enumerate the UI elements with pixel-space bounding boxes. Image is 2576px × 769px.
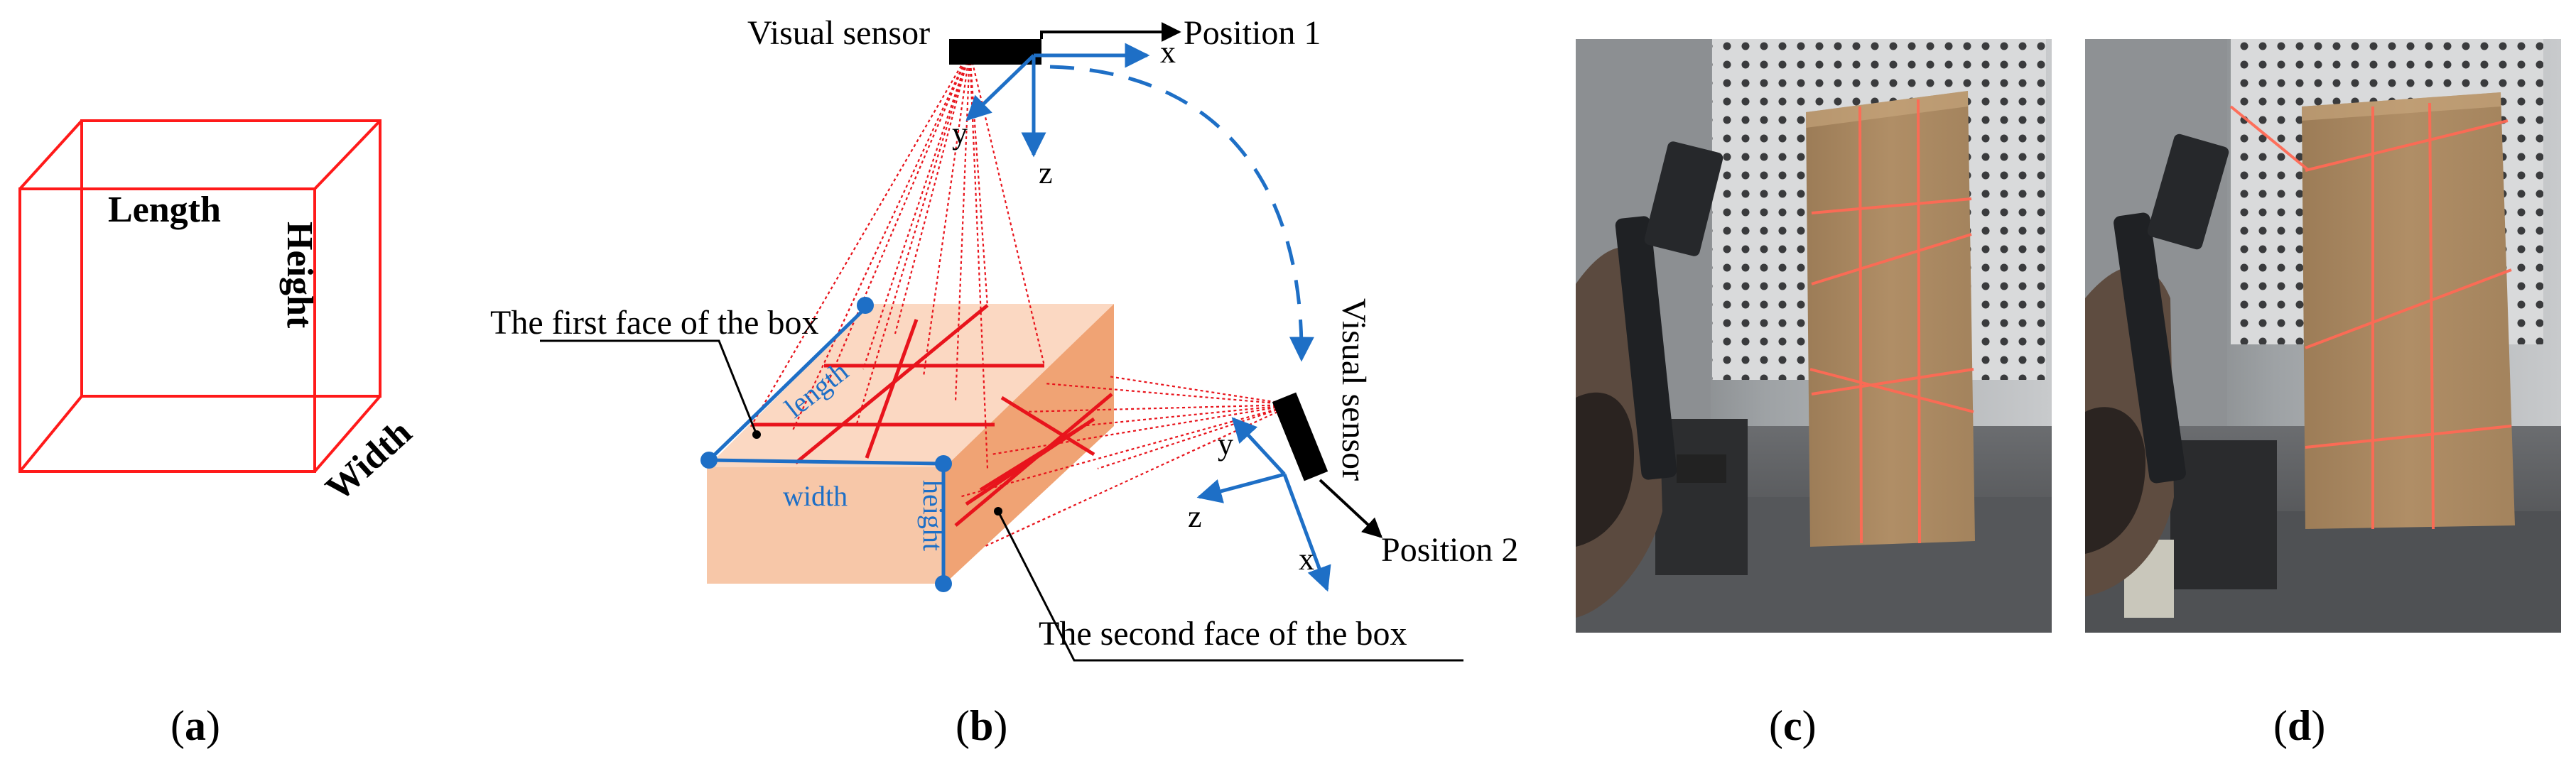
axis-z-2: z [1188,499,1202,534]
box-side-face [945,304,1114,584]
caption-b: (b) [956,702,1007,749]
box-corner-points [700,297,952,592]
length-label: Length [108,190,221,230]
sensor-motion-arc [1049,65,1314,362]
laser-rays-position-1 [749,50,1046,469]
svg-text:(d): (d) [2273,702,2325,749]
axes-position-2 [1196,417,1331,592]
axis-x-2: x [1299,542,1314,577]
axis-y-2: y [1218,427,1233,462]
axis-y-1: y [952,116,968,151]
cardboard-box-c [1806,91,1975,547]
position-1-label: Position 1 [1184,14,1321,52]
visual-sensor-position-2 [1272,392,1328,481]
visual-sensor-side-label: Visual sensor [1335,298,1373,481]
axis-x-1: x [1160,35,1176,70]
caption-c: (c) [1769,702,1817,749]
laser-lines-on-box [753,304,1113,527]
svg-text:(a): (a) [171,702,220,749]
cardboard-box-d [2302,92,2515,529]
box-height-label: height [917,480,949,551]
photo-d [2085,39,2561,633]
svg-text:(b): (b) [956,702,1007,749]
first-face-leader-dot [752,430,761,439]
second-face-label: The second face of the box [1039,615,1407,653]
height-label: Height [279,222,320,329]
photo-c [1576,39,2052,633]
svg-text:(c): (c) [1769,702,1817,749]
visual-sensor-top-label: Visual sensor [747,14,930,52]
panel-a-wireframe-box [18,119,381,473]
axis-z-1: z [1039,156,1053,190]
box-front-face [707,467,945,584]
caption-a: (a) [171,702,220,749]
axes-position-1 [965,43,1150,158]
position-2-label: Position 2 [1381,531,1518,569]
position-1-arrow [1040,22,1181,42]
position-2-arrow [1319,479,1383,538]
first-face-label: The first face of the box [490,304,818,342]
second-face-leader-dot [994,507,1002,516]
second-face-leader [997,511,1463,662]
box-width-label: width [783,480,848,512]
width-label: Width [318,412,420,509]
caption-d: (d) [2273,702,2325,749]
first-face-leader [540,339,758,435]
box-measured-edges [708,307,946,581]
